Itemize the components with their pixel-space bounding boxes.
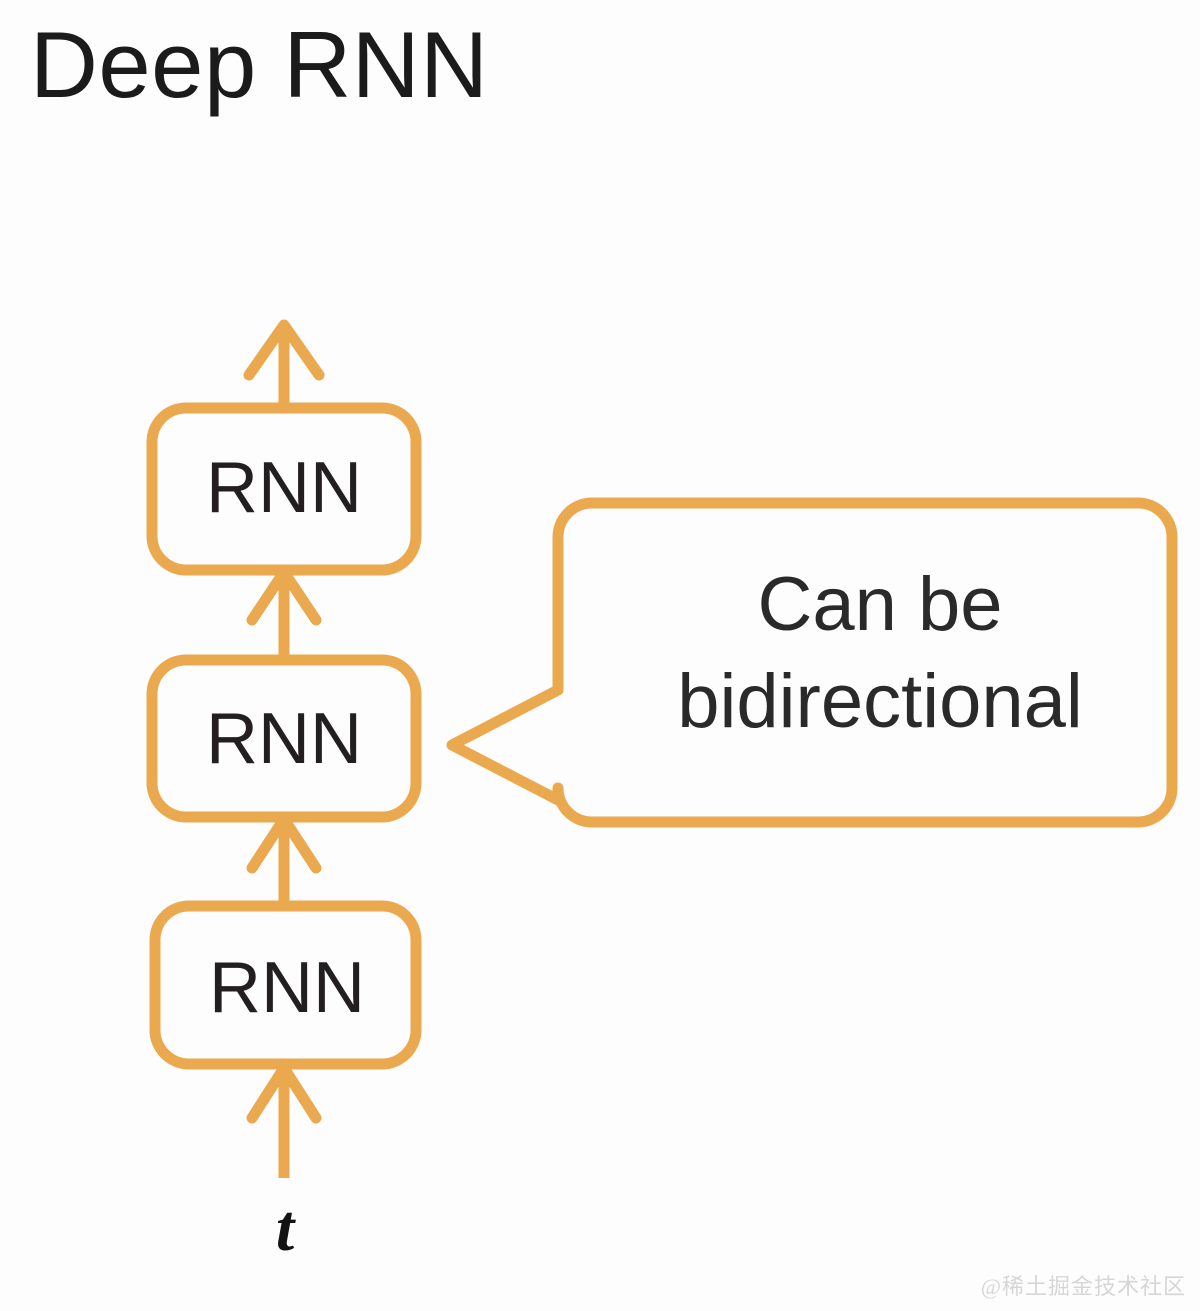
page-title: Deep RNN [30, 12, 489, 117]
bidirectional-callout-bubble[interactable] [446, 497, 1178, 828]
callout-line-2: bidirectional [677, 659, 1083, 745]
arrow-bottom-to-middle [246, 813, 322, 908]
input-arrow [246, 1062, 322, 1178]
callout-line-1: Can be [757, 562, 1003, 647]
watermark-label: @稀土掘金技术社区 [980, 1274, 1186, 1299]
arrow-middle-to-top [246, 566, 322, 662]
output-arrow [243, 319, 325, 408]
rnn-box-middle-label: RNN [206, 699, 362, 779]
rnn-box-bottom-label: RNN [209, 948, 365, 1028]
rnn-box-top-label: RNN [206, 448, 362, 528]
bidirectional-callout-text: Can be bidirectional [600, 556, 1160, 751]
input-symbol-label: t [275, 1192, 295, 1265]
